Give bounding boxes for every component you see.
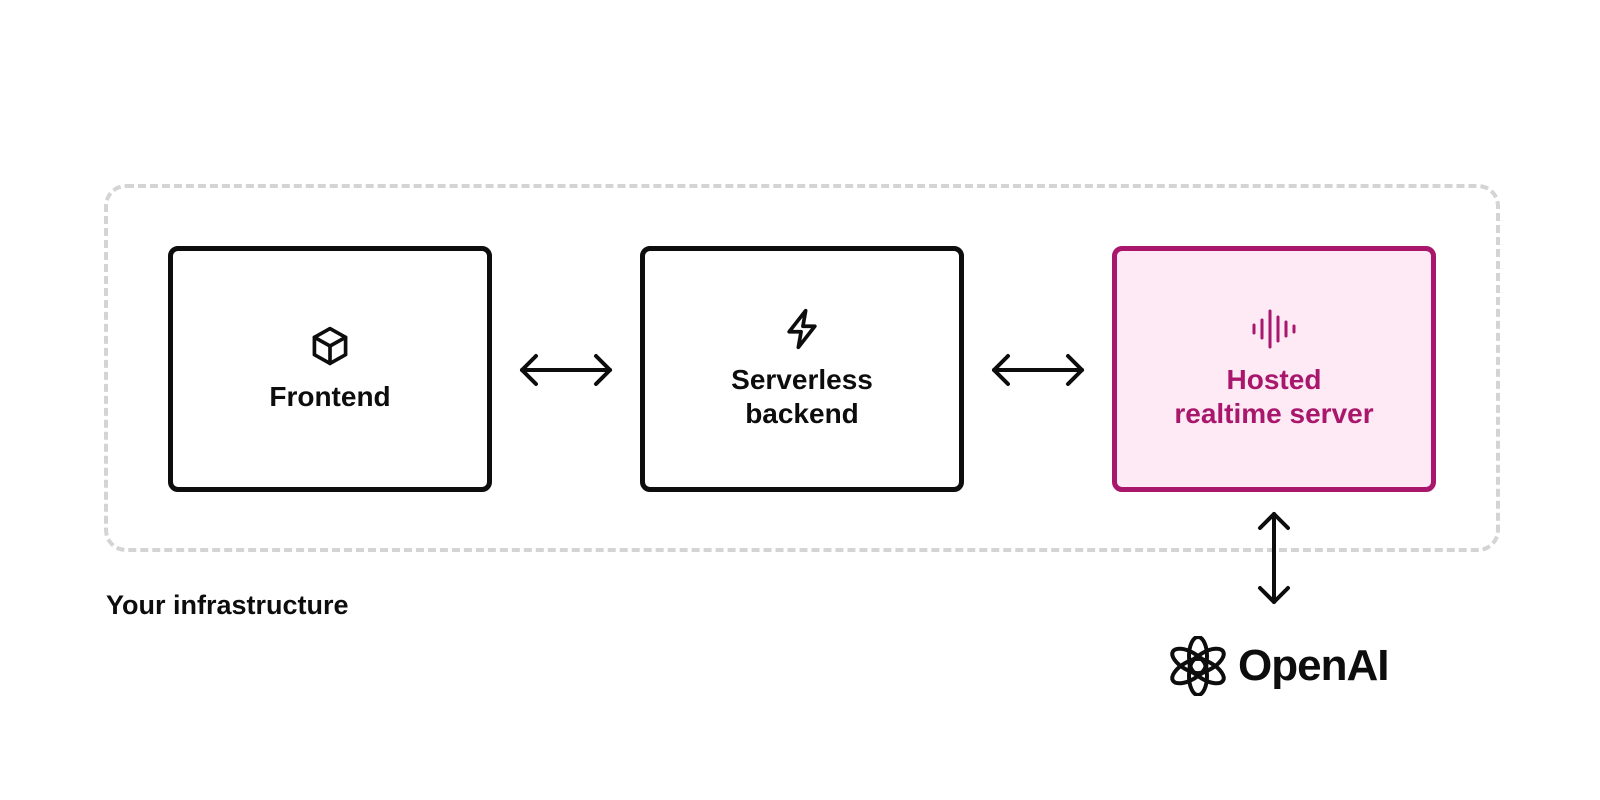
serverless-backend-label-line-1: Serverless: [731, 364, 873, 395]
hosted-realtime-server-label-line-2: realtime server: [1174, 398, 1374, 429]
realtime-openai-arrow: [1258, 512, 1290, 604]
frontend-backend-arrow: [520, 354, 612, 386]
serverless-backend-node: Serverless backend: [640, 246, 964, 492]
cube-icon: [312, 326, 348, 366]
openai-logo: OpenAI: [1168, 636, 1389, 696]
openai-knot-icon: [1170, 636, 1226, 696]
frontend-label: Frontend: [269, 380, 390, 414]
hosted-realtime-server-node: Hosted realtime server: [1112, 246, 1436, 492]
hosted-realtime-server-label: Hosted realtime server: [1174, 363, 1373, 431]
infrastructure-boundary: [104, 184, 1500, 552]
lightning-bolt-icon: [787, 308, 817, 350]
frontend-node: Frontend: [168, 246, 492, 492]
frontend-label-line: Frontend: [269, 381, 391, 412]
hosted-realtime-server-label-line-1: Hosted: [1226, 364, 1322, 395]
serverless-backend-label: Serverless backend: [731, 363, 873, 431]
openai-wordmark: OpenAI: [1238, 641, 1389, 690]
serverless-backend-label-line-2: backend: [745, 398, 859, 429]
your-infrastructure-label: Your infrastructure: [106, 590, 349, 620]
audio-waveform-icon: [1252, 309, 1296, 349]
backend-realtime-arrow: [992, 354, 1084, 386]
